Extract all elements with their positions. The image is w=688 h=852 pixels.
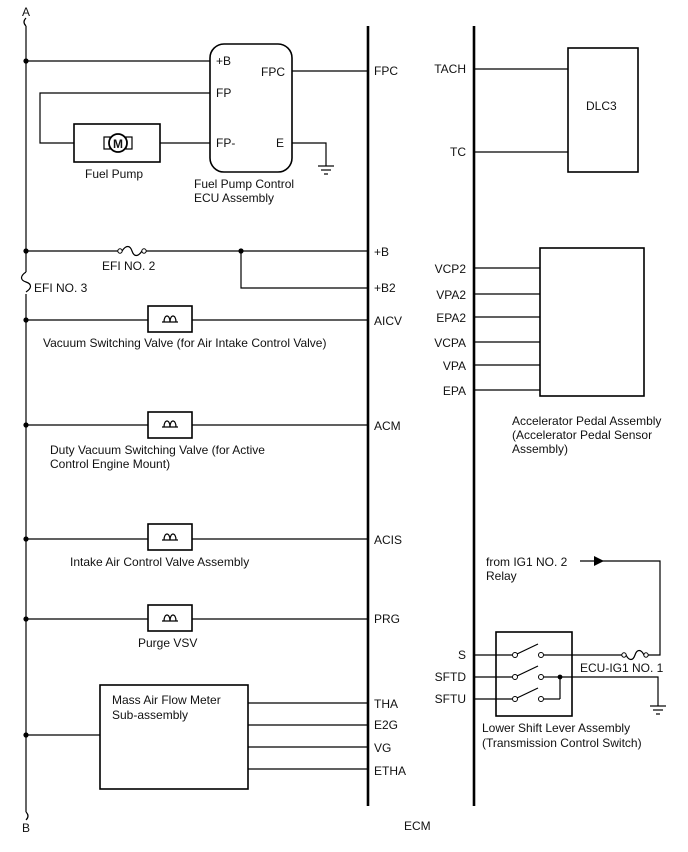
solenoid-icon xyxy=(162,315,178,323)
accelerator-pedal-assembly xyxy=(539,247,645,397)
ecm-pin-tach: TACH xyxy=(434,62,466,76)
maf-label-1: Mass Air Flow Meter xyxy=(112,693,221,707)
ecm-pin-vg: VG xyxy=(374,741,391,755)
ecm-pin-acis: ACIS xyxy=(374,533,402,547)
ecu-ig1-fuse-label: ECU-IG1 NO. 1 xyxy=(580,661,664,675)
acm-label-2: Control Engine Mount) xyxy=(50,457,170,471)
efi-no-3-fuse-label: EFI NO. 3 xyxy=(34,281,88,295)
solenoid-icon xyxy=(162,533,178,541)
efi-no-3-fuse xyxy=(20,271,32,293)
ecm-pin-vcpa: VCPA xyxy=(434,336,466,350)
ecm-pin-b2: +B2 xyxy=(374,281,396,295)
dlc3-connector xyxy=(567,47,639,173)
vsv-aicv xyxy=(147,305,193,333)
ecm-pin-aicv: AICV xyxy=(374,314,402,328)
mass-air-flow-meter xyxy=(99,684,249,790)
trunk-break-top xyxy=(23,17,27,27)
purge-vsv xyxy=(147,604,193,632)
shift-label-1: Lower Shift Lever Assembly xyxy=(482,721,630,735)
ecm-pin-prg: PRG xyxy=(374,612,400,626)
ecm-pin-sftd: SFTD xyxy=(435,670,467,684)
fp-ecu-pin-e: E xyxy=(276,136,284,150)
accel-label-2: (Accelerator Pedal Sensor xyxy=(512,428,652,442)
trunk-label-a: A xyxy=(22,5,30,19)
wire-fp-loop xyxy=(39,92,210,144)
ecm-pin-vpa: VPA xyxy=(443,359,466,373)
trunk-label-b: B xyxy=(22,821,30,835)
ecm-pin-tc: TC xyxy=(450,145,466,159)
arrow-icon xyxy=(594,556,604,566)
ecm-pin-epa2: EPA2 xyxy=(436,311,466,325)
fp-ecu-pin-fpminus: FP- xyxy=(216,136,235,150)
ecm-pin-fpc: FPC xyxy=(374,64,398,78)
ecm-pin-etha: ETHA xyxy=(374,764,406,778)
fp-ecu-label-1: Fuel Pump Control xyxy=(194,177,294,191)
ecu-ig1-fuse xyxy=(621,649,649,661)
ecm-pin-vcp2: VCP2 xyxy=(435,262,467,276)
acm-label-1: Duty Vacuum Switching Valve (for Active xyxy=(50,443,265,457)
purge-vsv-label: Purge VSV xyxy=(138,636,197,650)
ecm-pin-epa: EPA xyxy=(443,384,466,398)
wire-b2 xyxy=(240,251,368,289)
lower-shift-lever-assembly xyxy=(495,631,573,717)
ecm-pin-acm: ACM xyxy=(374,419,401,433)
trunk-break-bottom xyxy=(25,811,29,821)
fuel-pump xyxy=(73,123,161,163)
fp-ecu-pin-fpc: FPC xyxy=(261,65,285,79)
acis-label: Intake Air Control Valve Assembly xyxy=(70,555,249,569)
fuel-pump-label: Fuel Pump xyxy=(85,167,143,181)
motor-symbol: M xyxy=(113,137,123,151)
motor-icon: M xyxy=(103,133,133,153)
ecm-pin-b: +B xyxy=(374,245,389,259)
duty-vsv-acm xyxy=(147,411,193,439)
efi-no-2-fuse-label: EFI NO. 2 xyxy=(102,259,156,273)
ground-icon xyxy=(318,165,334,175)
solenoid-icon xyxy=(162,420,178,428)
shift-label-2: (Transmission Control Switch) xyxy=(482,736,642,750)
wire-switch-ground xyxy=(560,676,659,706)
vsv-aicv-label: Vacuum Switching Valve (for Air Intake C… xyxy=(43,336,326,350)
wire-fp-ground xyxy=(292,142,327,166)
ecm-pin-tha: THA xyxy=(374,697,398,711)
wire-ig1-feed xyxy=(580,560,661,656)
fuel-pump-control-ecu xyxy=(209,43,293,173)
fp-ecu-pin-b: +B xyxy=(216,54,231,68)
ground-icon xyxy=(650,705,666,715)
intake-air-control-valve xyxy=(147,523,193,551)
accel-label-3: Assembly) xyxy=(512,442,568,456)
relay-label-2: Relay xyxy=(486,569,517,583)
ecm-label: ECM xyxy=(404,819,431,833)
maf-label-2: Sub-assembly xyxy=(112,708,188,722)
fp-ecu-pin-fp: FP xyxy=(216,86,231,100)
accel-label-1: Accelerator Pedal Assembly xyxy=(512,414,661,428)
solenoid-icon xyxy=(162,614,178,622)
ecm-pin-sftu: SFTU xyxy=(435,692,466,706)
ecm-pin-e2g: E2G xyxy=(374,718,398,732)
dlc3-label: DLC3 xyxy=(586,99,617,113)
fp-ecu-label-2: ECU Assembly xyxy=(194,191,274,205)
efi-no-2-fuse xyxy=(117,245,147,257)
ecm-pin-s: S xyxy=(458,648,466,662)
relay-label-1: from IG1 NO. 2 xyxy=(486,555,568,569)
ecm-pin-vpa2: VPA2 xyxy=(436,288,466,302)
